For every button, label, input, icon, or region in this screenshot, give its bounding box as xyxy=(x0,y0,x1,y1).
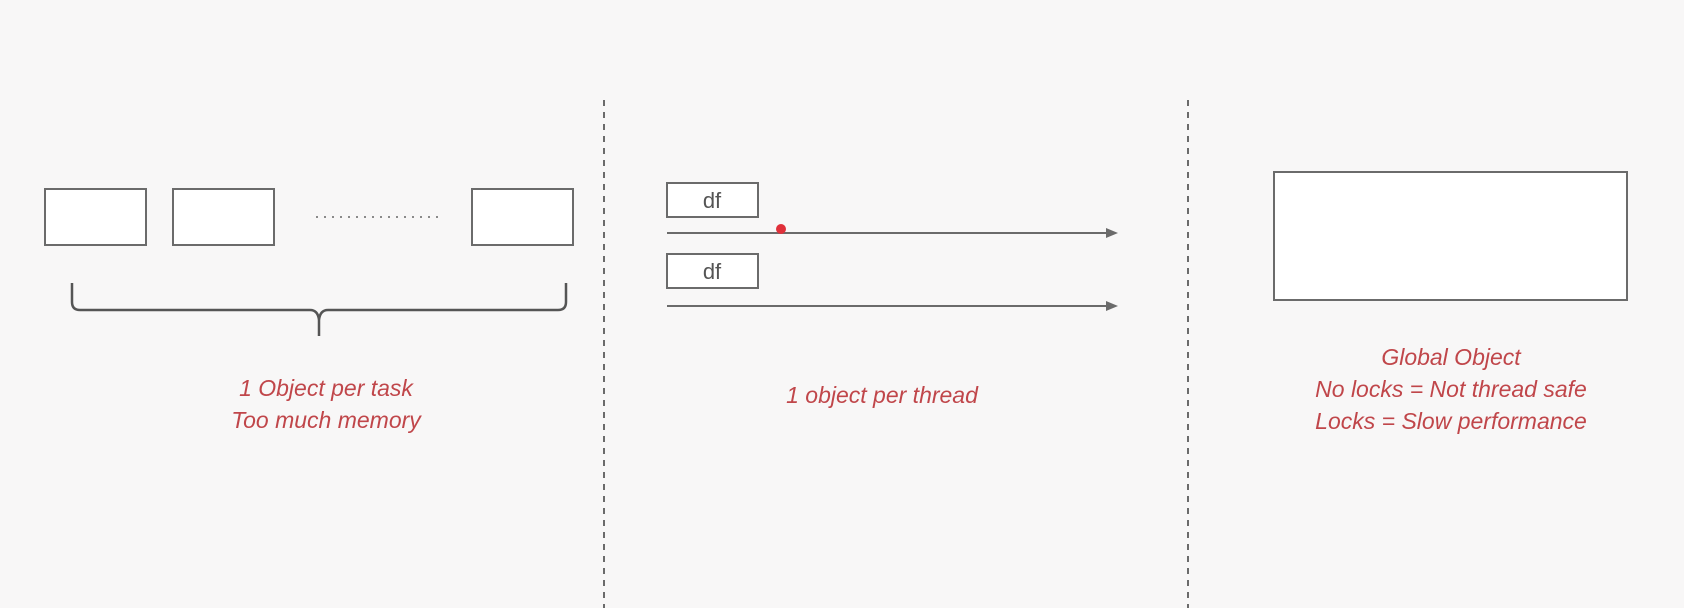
section-global: Global Object No locks = Not thread safe… xyxy=(1273,171,1628,434)
caption-global-line-3: Locks = Slow performance xyxy=(1315,408,1587,434)
section-per-task: 1 Object per task Too much memory xyxy=(44,188,574,433)
task-object-box-n xyxy=(471,188,574,246)
caption-per-task-line-2: Too much memory xyxy=(231,407,422,433)
caption-per-thread: 1 object per thread xyxy=(786,382,979,408)
caption-global-line-1: Global Object xyxy=(1381,344,1522,370)
caption-per-task-line-1: 1 Object per task xyxy=(239,375,414,401)
pointer-dot xyxy=(776,224,786,234)
task-object-box-2 xyxy=(172,188,275,246)
task-object-box-1 xyxy=(44,188,147,246)
caption-global-line-2: No locks = Not thread safe xyxy=(1315,376,1587,402)
thread-object-label-1: df xyxy=(703,188,722,213)
thread-arrowhead-1 xyxy=(1106,228,1118,238)
thread-object-box-1 xyxy=(666,182,759,218)
grouping-brace xyxy=(70,283,568,336)
thread-object-label-2: df xyxy=(703,259,722,284)
global-object-box xyxy=(1273,171,1628,301)
thread-arrowhead-2 xyxy=(1106,301,1118,311)
thread-object-box-2 xyxy=(666,253,759,289)
section-per-thread: df df 1 object per thread xyxy=(666,182,1118,408)
